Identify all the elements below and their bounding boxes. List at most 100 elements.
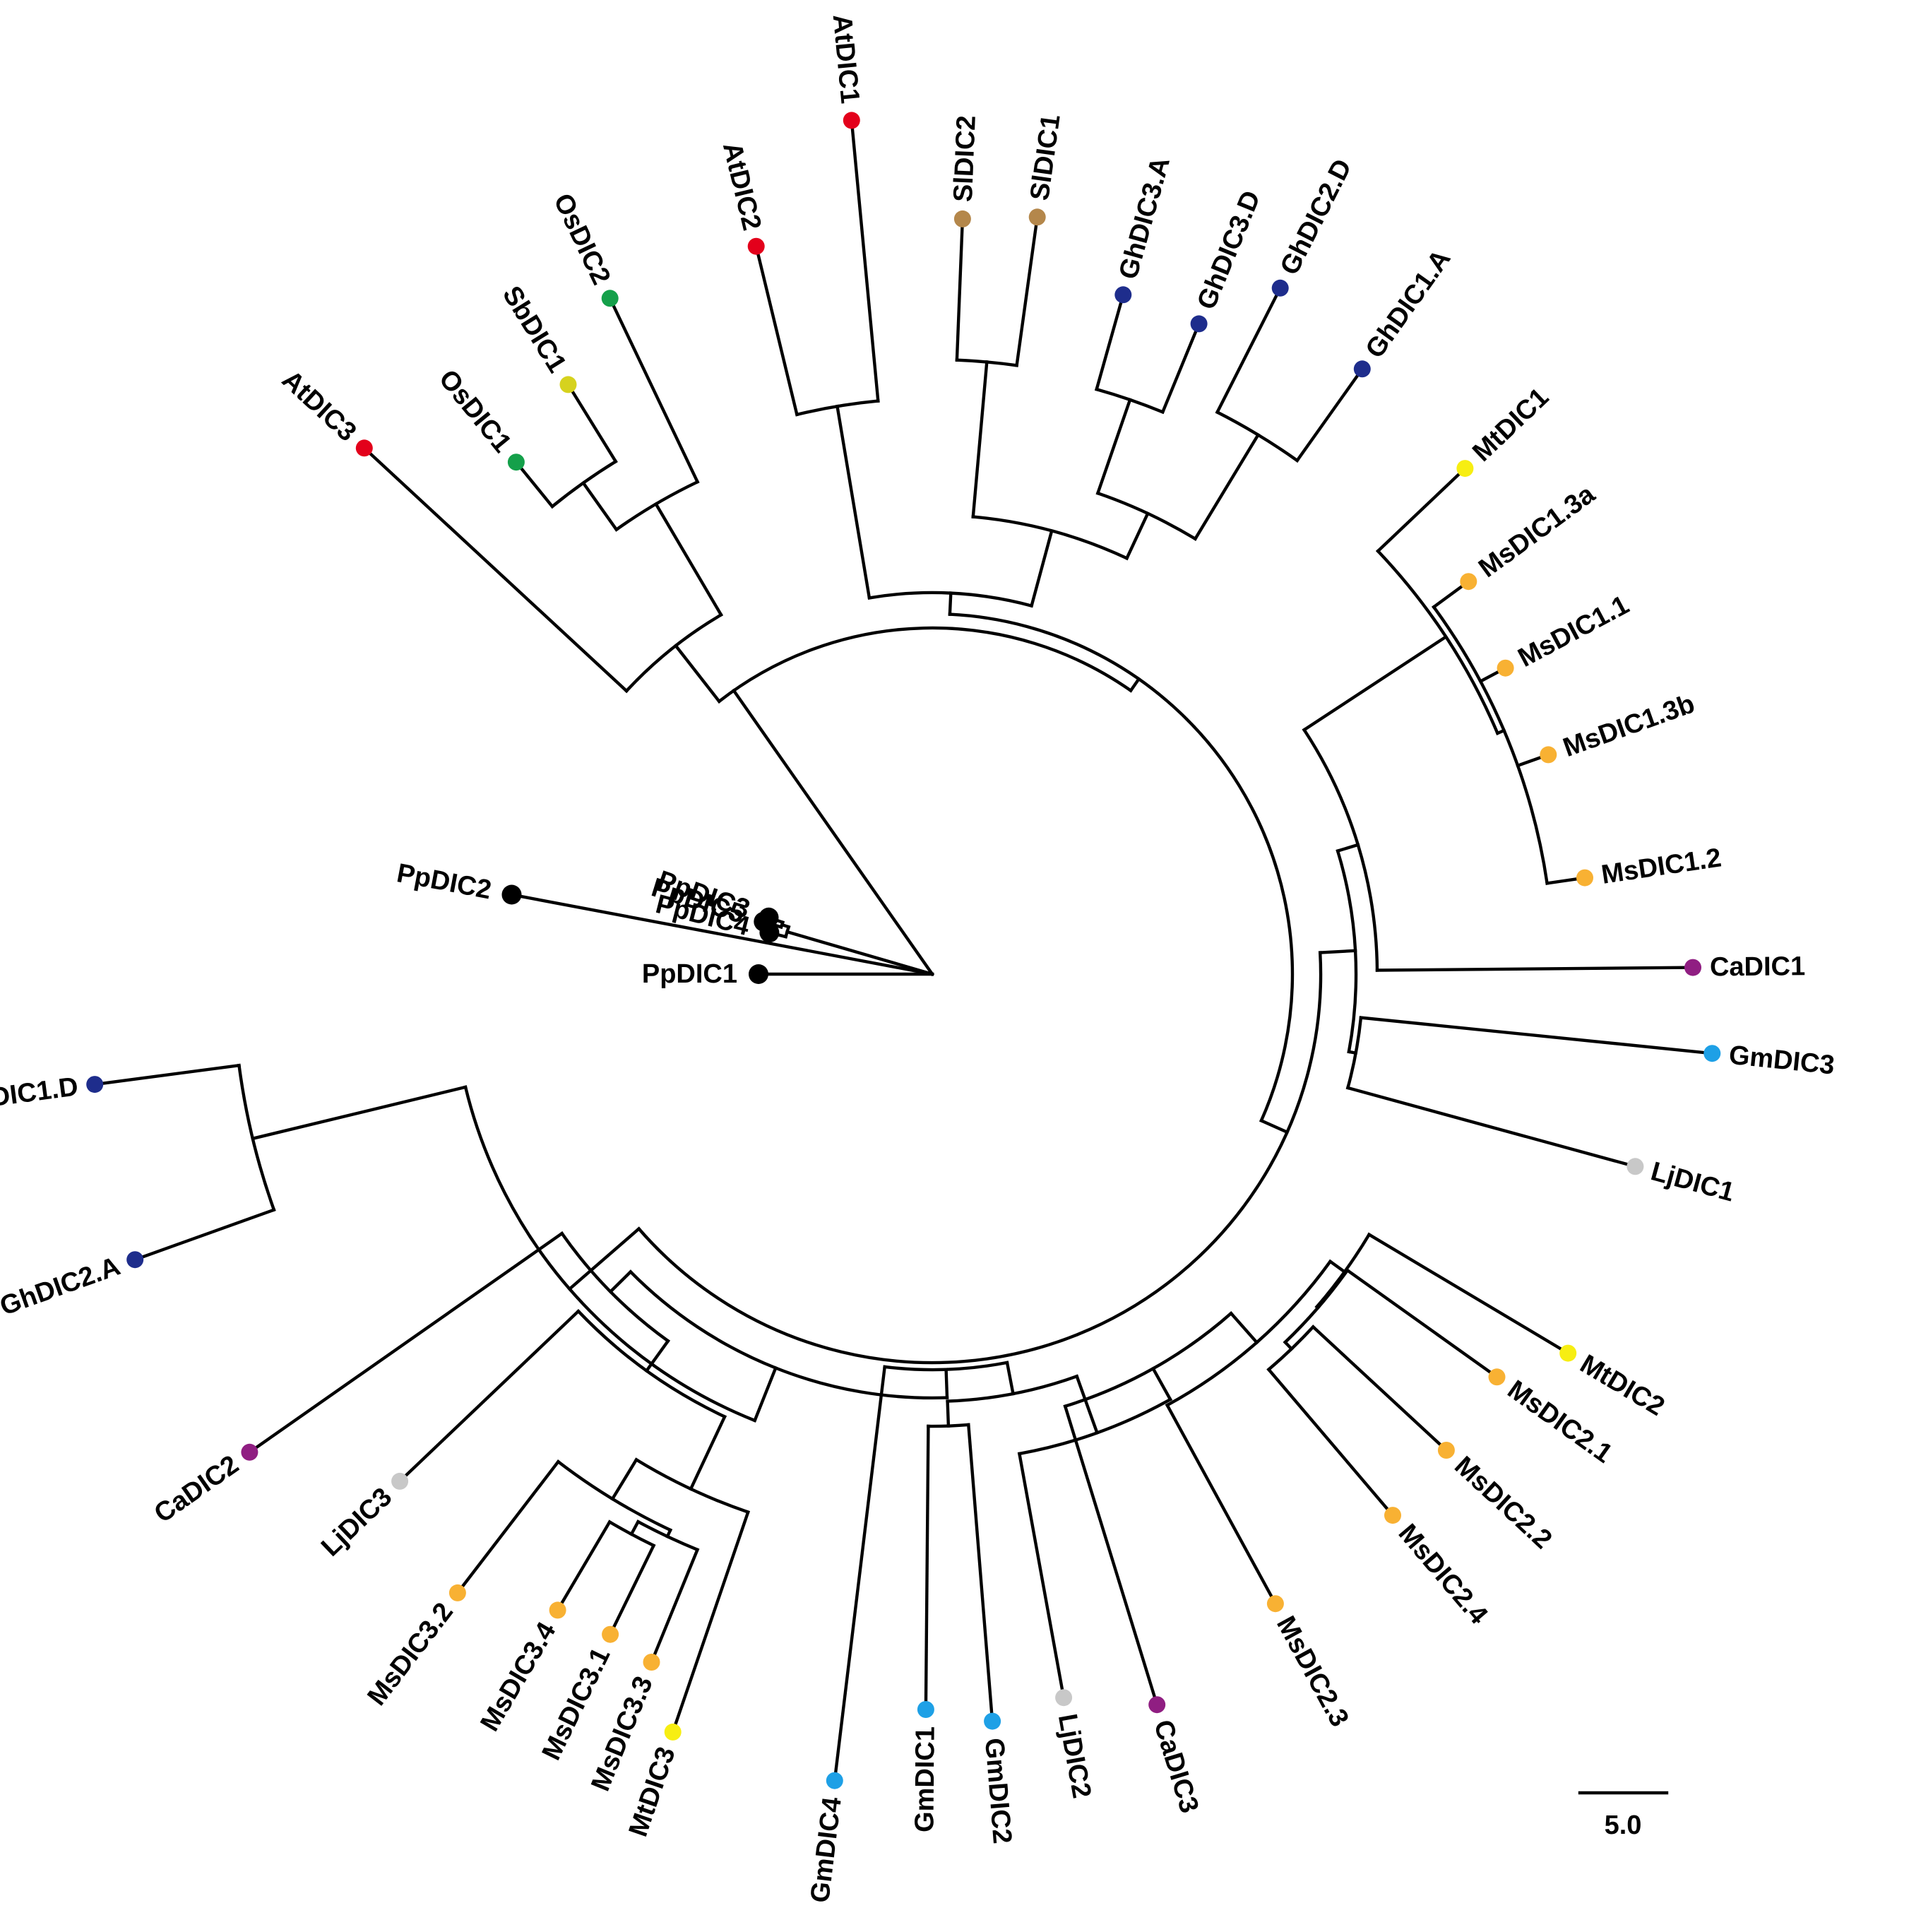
leaf-label: MsDIC1.3b	[1559, 689, 1699, 763]
leaf-marker	[1456, 460, 1474, 478]
branch-segment	[1311, 1324, 1449, 1453]
leaf-marker	[1028, 208, 1046, 226]
branch-arc	[867, 591, 1034, 608]
leaf-marker	[843, 112, 860, 129]
leaf-marker	[759, 907, 779, 928]
branch-segment	[644, 1339, 670, 1373]
branch-arc	[1094, 387, 1165, 415]
branch-segment	[362, 446, 629, 694]
branch-segment	[689, 1414, 727, 1491]
branch-segment	[1215, 285, 1283, 415]
leaf-label: GhDIC1.D	[0, 1072, 80, 1118]
branch-arc	[717, 626, 1134, 704]
leaf-label: MsDIC2.3	[1271, 1611, 1355, 1731]
leaf-marker	[664, 1723, 682, 1741]
leaf-label: GhDIC2.D	[1275, 155, 1358, 280]
branch-segment	[247, 1231, 564, 1454]
leaf-marker	[126, 1251, 144, 1269]
leaf-marker	[1353, 360, 1371, 378]
branch-segment	[752, 1365, 778, 1423]
leaf-label: CaDIC3	[1148, 1717, 1204, 1817]
branch-arc	[628, 1269, 949, 1400]
branch-segment	[1375, 966, 1695, 972]
leaf-marker	[1114, 286, 1132, 304]
leaf-marker	[602, 1625, 619, 1643]
leaf-marker	[1703, 1045, 1721, 1062]
leaf-marker	[1576, 869, 1593, 887]
leaf-marker	[1190, 315, 1208, 333]
branch-segment	[833, 1365, 887, 1783]
branch-arc	[636, 951, 1323, 1365]
branch-segment	[1228, 1311, 1259, 1345]
branch-arc	[1095, 491, 1198, 541]
branch-segment	[397, 1309, 581, 1484]
leaf-label: PpDIC2	[394, 858, 494, 905]
branch-segment	[1367, 1232, 1571, 1356]
leaf-label: MtDIC2	[1575, 1349, 1670, 1422]
branch-segment	[1359, 1016, 1714, 1055]
leaf-label: MsDIC3.4	[475, 1617, 561, 1736]
leaf-marker	[917, 1701, 934, 1718]
branch-arc	[883, 1361, 1009, 1372]
branch-segment	[649, 1547, 700, 1664]
branch-segment	[1336, 843, 1360, 853]
branch-segment	[1345, 1086, 1638, 1169]
branch-arc	[556, 1459, 673, 1532]
branch-arc	[927, 1423, 970, 1428]
branch-segment	[955, 217, 965, 362]
branch-segment	[966, 1423, 994, 1723]
branch-segment	[581, 480, 619, 532]
leaf-marker	[1055, 1689, 1073, 1707]
leaf-label: GmDIC1	[910, 1726, 940, 1832]
branch-segment	[785, 930, 934, 976]
leaf-marker	[1626, 1158, 1644, 1175]
branch-segment	[670, 1510, 750, 1734]
leaf-marker	[1437, 1442, 1455, 1459]
branch-segment	[555, 1519, 612, 1613]
branch-arc	[1165, 1259, 1333, 1408]
leaf-marker	[1488, 1368, 1506, 1386]
branch-segment	[1124, 511, 1150, 561]
branch-segment	[944, 1368, 949, 1399]
leaf-label: GhDIC3.A	[1114, 154, 1176, 283]
branch-arc	[1302, 728, 1379, 972]
branch-segment	[1015, 215, 1040, 367]
branch-segment	[731, 688, 935, 977]
branch-segment	[1029, 528, 1054, 608]
leaf-label: LjDIC3	[316, 1482, 398, 1562]
leaf-label: MsDIC1.3a	[1473, 479, 1601, 583]
branch-segment	[455, 1459, 561, 1595]
branch-segment	[629, 1519, 641, 1536]
branch-segment	[1375, 466, 1468, 554]
branch-segment	[566, 382, 618, 464]
leaf-marker	[747, 237, 765, 255]
branch-arc	[463, 1085, 757, 1423]
branch-arc	[576, 1309, 727, 1419]
leaf-marker	[643, 1654, 660, 1671]
branch-segment	[1150, 1366, 1173, 1402]
branch-arc	[1375, 548, 1500, 735]
leaf-label: PpDIC1	[642, 959, 737, 989]
leaf-label: MsDIC1.2	[1600, 843, 1723, 890]
branch-segment	[1259, 1118, 1290, 1134]
leaf-label: GmDIC2	[979, 1737, 1017, 1845]
leaf-label: MtDIC3	[624, 1743, 682, 1840]
branch-segment	[1318, 949, 1357, 954]
branch-arc	[971, 515, 1129, 561]
leaf-marker	[1460, 573, 1477, 591]
branch-segment	[653, 502, 724, 617]
leaf-marker	[749, 964, 768, 984]
branch-segment	[754, 244, 799, 417]
branch-arc	[634, 1457, 750, 1515]
branch-segment	[1074, 1374, 1100, 1435]
leaf-label: LjDIC2	[1052, 1712, 1097, 1801]
branch-arc	[1017, 1397, 1173, 1456]
leaf-label: MtDIC1	[1467, 382, 1554, 468]
leaf-marker	[953, 210, 971, 227]
leaf-marker	[1384, 1507, 1401, 1524]
branch-arc	[614, 480, 700, 532]
branch-segment	[1165, 1403, 1278, 1606]
branch-segment	[509, 892, 934, 976]
